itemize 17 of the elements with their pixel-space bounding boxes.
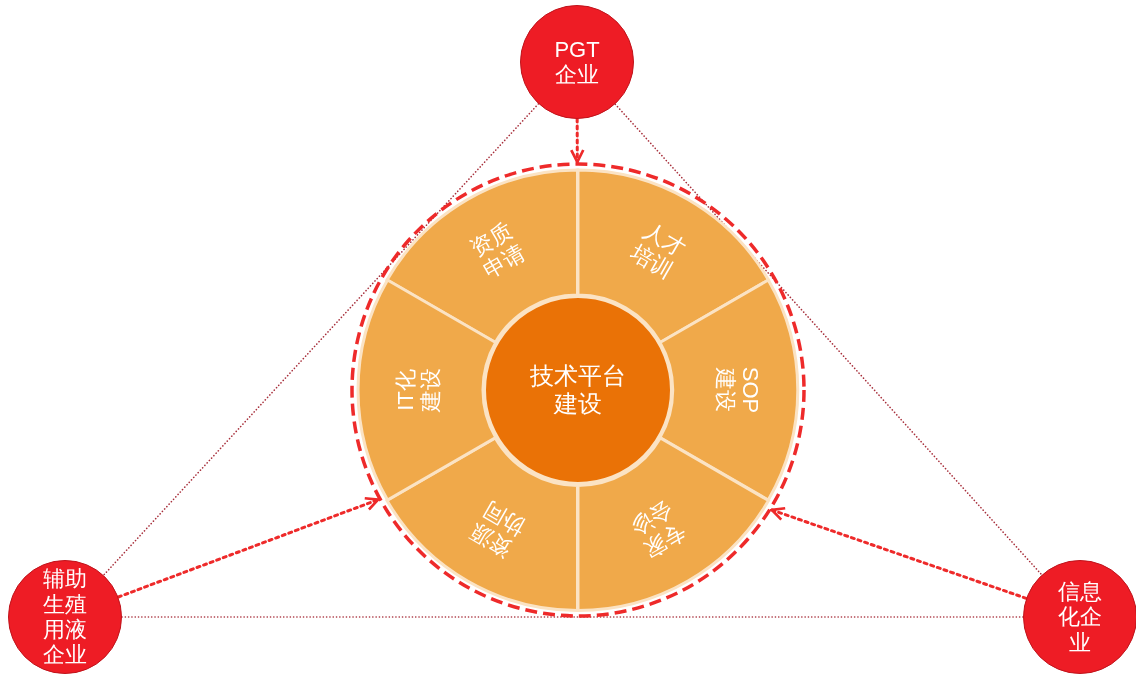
- wheel-segment: [578, 437, 769, 610]
- node-label: 辅助生殖用液企业: [42, 566, 88, 668]
- wheel-segment: [660, 280, 798, 500]
- node-label: 技术平台建设: [529, 362, 627, 418]
- wheel-segment: [578, 170, 769, 343]
- segment-label: IT化建设: [392, 367, 444, 415]
- wheel-segment: [387, 437, 578, 610]
- dashed-ring: [350, 162, 806, 618]
- segment-label: 人才培训: [625, 217, 691, 286]
- segment-label: 资质申请: [465, 217, 531, 286]
- node-label: 信息化企业: [1057, 579, 1103, 655]
- segment-label: SOP建设: [712, 365, 764, 415]
- segment-label: 资源协同: [465, 494, 531, 563]
- node-label: PGT企业: [553, 36, 601, 88]
- wheel-segment: [358, 280, 496, 500]
- wheel-segment: [387, 170, 578, 343]
- segment-label: 专家会诊: [625, 494, 691, 563]
